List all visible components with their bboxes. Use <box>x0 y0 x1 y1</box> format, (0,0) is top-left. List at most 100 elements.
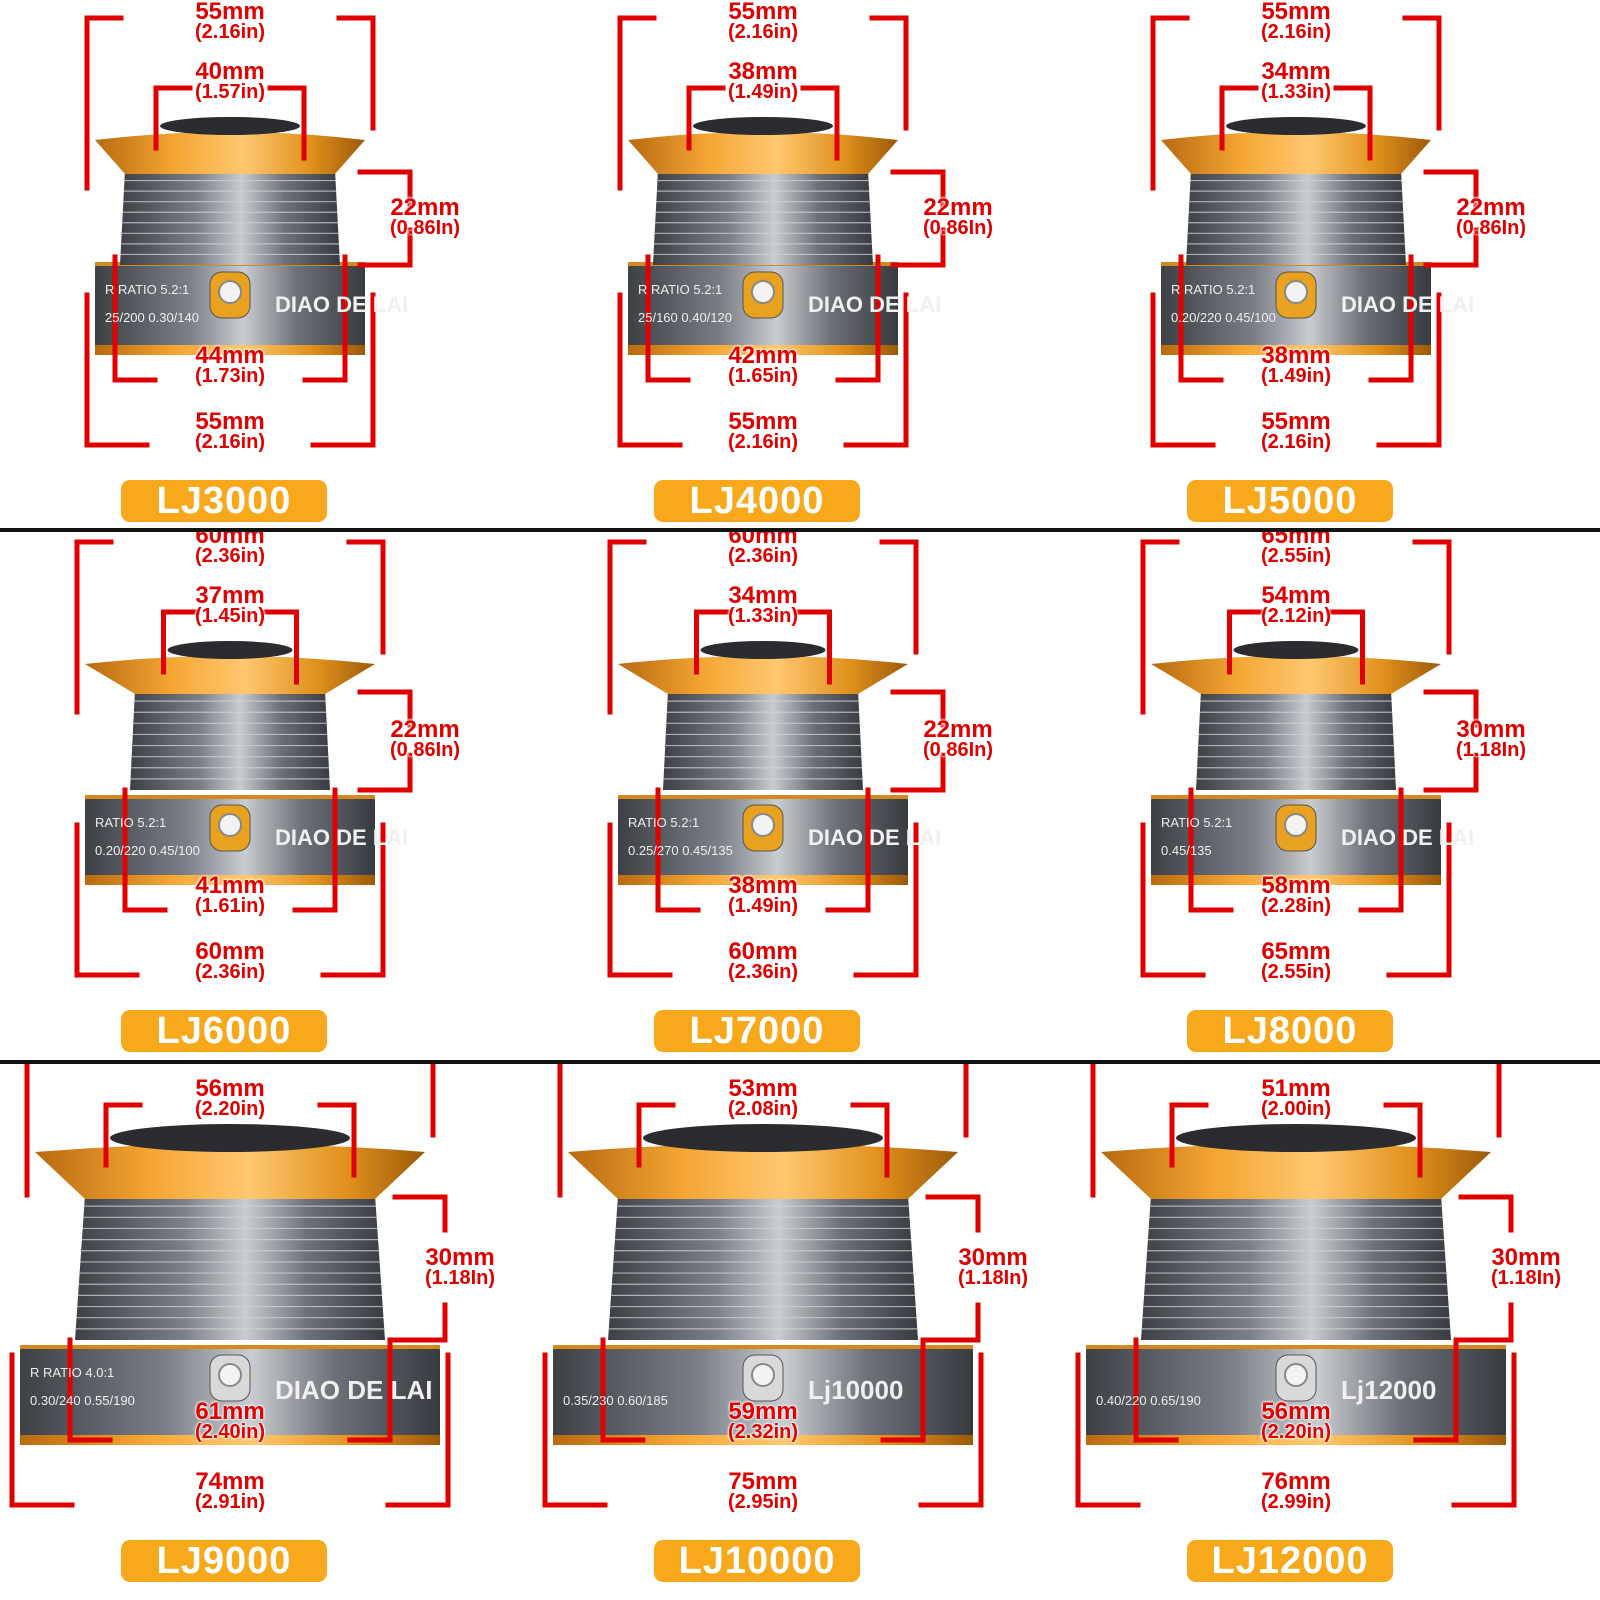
spool-body <box>85 641 375 885</box>
spool-depth-in: (0.86In) <box>922 216 994 239</box>
inner-bottom-diameter-mm: 59mm <box>728 1398 798 1425</box>
dimension-brackets <box>617 15 946 448</box>
spool-depth-in: (0.86In) <box>1455 216 1527 239</box>
spool-depth-mm: 22mm <box>1456 193 1526 221</box>
dimension-brackets <box>74 539 413 978</box>
dimension-brackets <box>607 539 946 978</box>
top-diameter-mm: 55mm <box>1261 0 1331 25</box>
spool-depth-label: 22mm (0.86In) <box>1431 193 1551 239</box>
spool-depth-label: 22mm (0.86In) <box>898 195 1018 239</box>
spool-cell: 55mm (2.16in) 40mm (1.57in) 22mm (0.86In… <box>0 0 533 533</box>
inner-bottom-diameter-in: (1.49in) <box>1260 365 1332 387</box>
spool-illustration <box>9 1060 451 1508</box>
top-diameter-in: (2.16in) <box>194 21 266 43</box>
spool-ratio-text: R RATIO 4.0:1 <box>30 1365 115 1380</box>
bottom-diameter-label: 55mm (2.16in) <box>1236 408 1356 453</box>
spool-cell: 75mm (2.95in) 53mm (2.08in) 30mm (1.18In… <box>533 1060 1066 1593</box>
bottom-diameter-in: (2.16in) <box>1260 431 1332 453</box>
model-label: LJ8000 <box>1187 1010 1393 1052</box>
bottom-diameter-label: 76mm (2.99in) <box>1236 1468 1356 1513</box>
inner-top-diameter-mm: 37mm <box>195 582 265 609</box>
bottom-diameter-in: (2.16in) <box>194 431 266 453</box>
spool-depth-mm: 22mm <box>390 193 460 221</box>
model-label: LJ4000 <box>654 480 860 522</box>
dimension-brackets <box>1075 1060 1517 1508</box>
inner-top-diameter-mm: 53mm <box>728 1075 798 1102</box>
model-label: LJ9000 <box>121 1540 327 1582</box>
spool-brand-text: DIAO DE LAI <box>275 292 409 317</box>
top-diameter-label: 55mm (2.16in) <box>1236 0 1356 42</box>
inner-top-diameter-label: 54mm (2.12in) <box>1236 584 1356 627</box>
inner-top-diameter-mm: 40mm <box>195 58 265 85</box>
spool-capacity-text: 0.35/230 0.60/185 <box>563 1393 668 1408</box>
bottom-diameter-mm: 55mm <box>1261 408 1331 435</box>
inner-bottom-diameter-mm: 44mm <box>195 342 265 369</box>
inner-top-diameter-label: 34mm (1.33in) <box>1236 60 1356 103</box>
top-diameter-label: 60mm (2.36in) <box>703 530 823 566</box>
top-diameter-label: 55mm (2.16in) <box>703 0 823 42</box>
spool-cell: 60mm (2.36in) 37mm (1.45in) 22mm (0.86In… <box>0 530 533 1063</box>
bottom-diameter-mm: 55mm <box>728 408 798 435</box>
spool-ratio-text: RATIO 5.2:1 <box>628 815 700 830</box>
spool-cell: 76mm (2.99in) 51mm (2.00in) 30mm (1.18In… <box>1066 1060 1599 1593</box>
inner-top-diameter-label: 53mm (2.08in) <box>703 1075 823 1120</box>
spool-brand-text: Lj12000 <box>1341 1375 1437 1405</box>
spool-brand-text: DIAO DE LAI <box>275 1375 433 1405</box>
spool-brand-text: DIAO DE LAI <box>275 825 409 850</box>
inner-bottom-diameter-mm: 58mm <box>1261 872 1331 899</box>
inner-top-diameter-label: 56mm (2.20in) <box>170 1077 290 1120</box>
bottom-diameter-in: (2.99in) <box>1260 1491 1332 1513</box>
top-diameter-mm: 55mm <box>728 0 798 25</box>
bottom-diameter-mm: 74mm <box>195 1468 265 1495</box>
spool-cell: 55mm (2.16in) 38mm (1.49in) 22mm (0.86In… <box>533 0 1066 533</box>
spool-capacity-text: 0.20/220 0.45/100 <box>95 843 200 858</box>
spool-brand-text: DIAO DE LAI <box>808 292 942 317</box>
spool-depth-in: (0.86In) <box>389 739 461 761</box>
spool-brand-text: DIAO DE LAI <box>1341 825 1475 850</box>
spool-cell: 55mm (2.16in) 34mm (1.33in) 22mm (0.86In… <box>1066 0 1599 533</box>
inner-top-diameter-in: (2.08in) <box>727 1098 799 1120</box>
inner-bottom-diameter-label: 58mm (2.28in) <box>1236 872 1356 917</box>
spool-depth-in: (1.18In) <box>424 1266 496 1289</box>
spool-capacity-text: 0.20/220 0.45/100 <box>1171 310 1276 325</box>
bottom-diameter-label: 55mm (2.16in) <box>703 408 823 453</box>
top-diameter-in: (2.55in) <box>1260 545 1332 567</box>
spool-brand-text: DIAO DE LAI <box>1341 292 1475 317</box>
spool-depth-label: 30mm (1.18In) <box>1466 1245 1586 1288</box>
top-diameter-mm: 60mm <box>195 530 265 549</box>
spool-body <box>618 641 908 885</box>
inner-bottom-diameter-in: (2.40in) <box>194 1421 266 1443</box>
inner-bottom-diameter-mm: 38mm <box>728 872 798 899</box>
model-label: LJ6000 <box>121 1010 327 1052</box>
dimension-brackets <box>1150 15 1479 448</box>
bottom-diameter-label: 60mm (2.36in) <box>170 940 290 983</box>
inner-top-diameter-mm: 38mm <box>728 58 798 85</box>
inner-bottom-diameter-mm: 61mm <box>195 1398 265 1425</box>
inner-bottom-diameter-in: (1.65in) <box>727 365 799 387</box>
spool-depth-label: 22mm (0.86In) <box>365 193 485 238</box>
inner-top-diameter-label: 38mm (1.49in) <box>703 58 823 103</box>
inner-bottom-diameter-label: 38mm (1.49in) <box>1236 342 1356 387</box>
top-diameter-mm: 55mm <box>195 0 265 25</box>
bottom-diameter-mm: 55mm <box>195 408 265 435</box>
bottom-diameter-label: 75mm (2.95in) <box>703 1470 823 1513</box>
spool-depth-label: 30mm (1.18In) <box>1431 716 1551 761</box>
model-label: LJ7000 <box>654 1010 860 1052</box>
inner-bottom-diameter-label: 41mm (1.61in) <box>170 874 290 917</box>
spool-capacity-text: 25/160 0.40/120 <box>638 310 732 325</box>
inner-bottom-diameter-mm: 38mm <box>1261 342 1331 369</box>
model-label: LJ10000 <box>654 1540 860 1582</box>
spool-ratio-text: R RATIO 5.2:1 <box>105 282 190 297</box>
spool-depth-mm: 30mm <box>1456 716 1526 743</box>
bottom-diameter-in: (2.55in) <box>1260 961 1332 983</box>
inner-bottom-diameter-in: (2.28in) <box>1260 895 1332 917</box>
inner-top-diameter-in: (2.12in) <box>1260 605 1332 627</box>
top-diameter-in: (2.36in) <box>194 545 266 567</box>
spool-capacity-text: 0.45/135 <box>1161 843 1212 858</box>
bottom-diameter-in: (2.91in) <box>194 1491 266 1513</box>
bottom-diameter-mm: 76mm <box>1261 1468 1331 1495</box>
top-diameter-label: 55mm (2.16in) <box>170 0 290 42</box>
inner-top-diameter-label: 51mm (2.00in) <box>1236 1077 1356 1120</box>
spool-ratio-text: RATIO 5.2:1 <box>95 815 167 830</box>
bottom-diameter-in: (2.36in) <box>727 961 799 983</box>
